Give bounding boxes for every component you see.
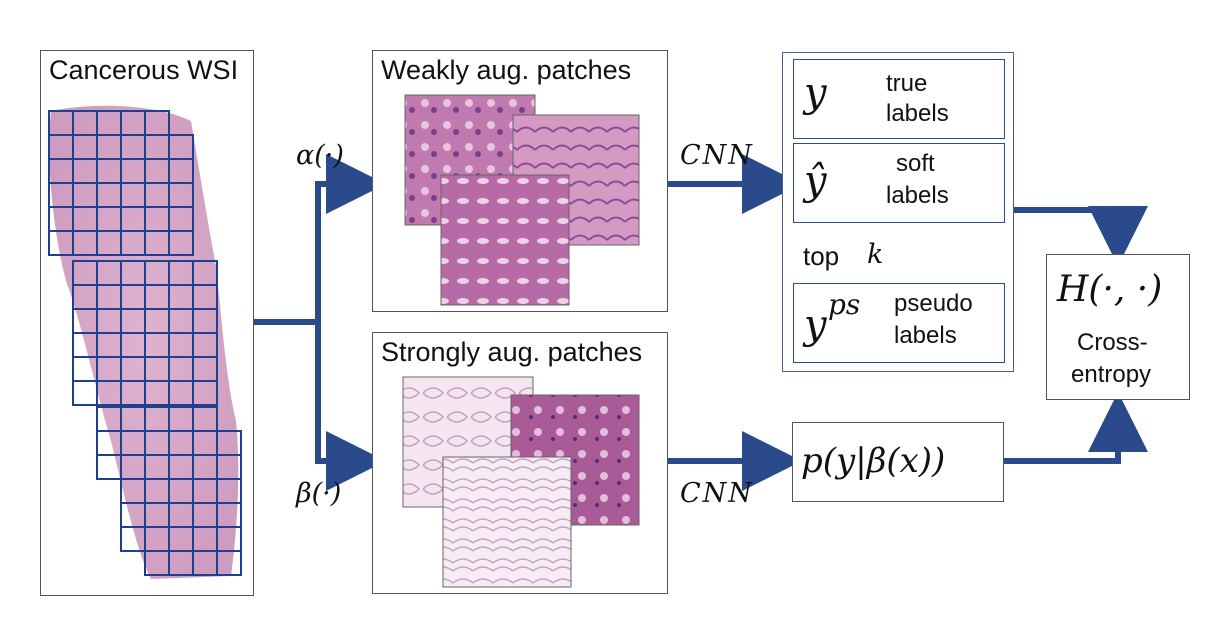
true-labels-line1: true [886, 70, 928, 97]
prob-to-loss-arrow [1004, 392, 1148, 464]
soft-labels-line1: soft [896, 150, 935, 177]
cross-entropy-symbol: H(·, ·) [1057, 269, 1163, 310]
true-labels-line2: labels [886, 100, 949, 127]
soft-labels-line2: labels [886, 182, 949, 209]
cross-entropy-box: H(·, ·) Cross- entropy [1046, 254, 1190, 400]
probability-expression: p(y|β(x)) [801, 441, 946, 481]
cross-entropy-line1: Cross- [1077, 329, 1148, 356]
weak-patches-images [404, 94, 640, 306]
pseudo-labels-symbol: y [804, 302, 827, 348]
pseudo-labels-superscript: ps [828, 288, 861, 321]
topk-text: top [803, 241, 840, 271]
topk-k: k [867, 239, 884, 270]
wsi-slide-image [48, 105, 242, 579]
soft-labels-symbol: ŷ [804, 158, 827, 204]
labels-container: y true labels ŷ soft labels top k y ps p… [782, 52, 1014, 372]
probability-box: p(y|β(x)) [792, 422, 1004, 502]
alpha-label: α(·) [296, 140, 344, 171]
wsi-panel: Cancerous WSI [40, 50, 254, 596]
strong-patches-title: Strongly aug. patches [381, 337, 643, 367]
alpha-branch-arrow [315, 154, 386, 322]
pseudo-labels-line1: pseudo [894, 290, 973, 317]
cnn-bottom-label: CNN [680, 478, 754, 509]
strong-patch-3 [442, 456, 572, 588]
weak-patch-3 [440, 174, 570, 306]
weak-patches-panel: Weakly aug. patches [372, 50, 668, 312]
strong-patches-images [402, 376, 640, 588]
beta-branch-arrow [315, 322, 386, 491]
wsi-title: Cancerous WSI [49, 55, 239, 85]
strong-patches-panel: Strongly aug. patches [372, 332, 668, 594]
soft-labels-box: ŷ soft labels [793, 143, 1005, 223]
pseudo-labels-box: y ps pseudo labels [793, 283, 1005, 363]
soft-to-loss-arrow [1012, 206, 1148, 266]
true-labels-box: y true labels [793, 59, 1005, 139]
cross-entropy-line2: entropy [1071, 361, 1152, 388]
pseudo-labels-line2: labels [894, 322, 957, 349]
patch-grid [48, 110, 242, 576]
cnn-top-label: CNN [680, 140, 754, 171]
true-labels-symbol: y [804, 70, 827, 116]
beta-label: β(·) [296, 478, 342, 509]
weak-patches-title: Weakly aug. patches [381, 55, 632, 85]
